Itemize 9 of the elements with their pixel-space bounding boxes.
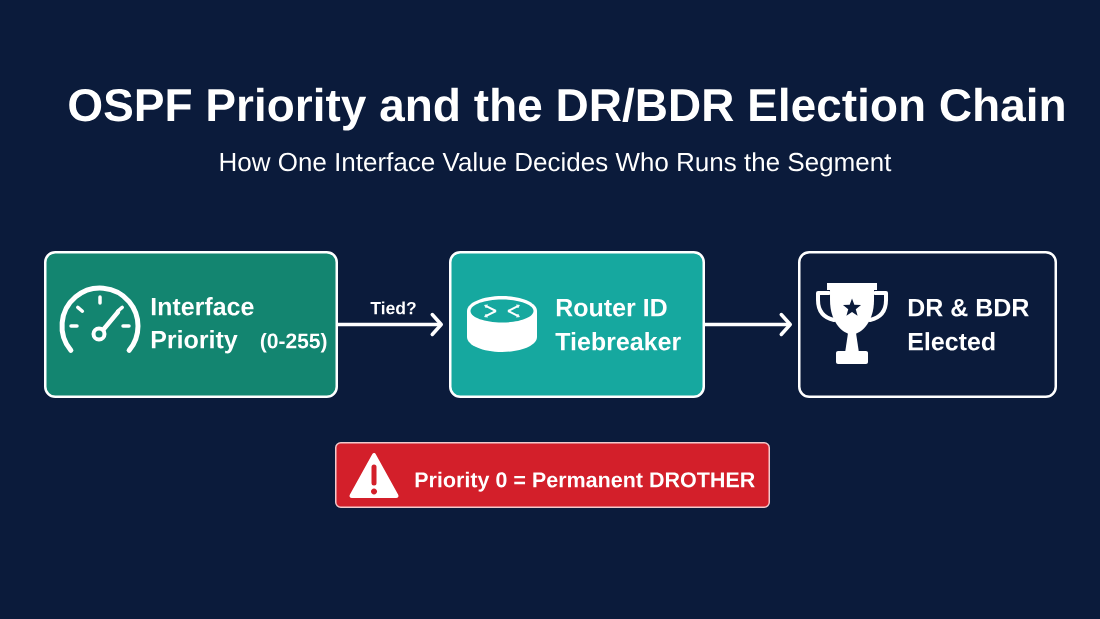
arrow [703, 312, 792, 337]
arrow [336, 312, 443, 337]
title: OSPF Priority and the DR/BDR Election Chain [69, 87, 1064, 131]
edge-label: Tied? [370, 301, 416, 315]
subtitle: How One Interface Value Decides Who Runs the Segment [220, 152, 892, 177]
process-box: Router ID Tiebreaker [449, 251, 705, 398]
warning-banner: Priority 0 = Permanent DROTHER [335, 442, 770, 508]
result-box: DR & BDR Elected [798, 251, 1057, 398]
process-box: Interface Priority (0-255) [44, 251, 338, 398]
